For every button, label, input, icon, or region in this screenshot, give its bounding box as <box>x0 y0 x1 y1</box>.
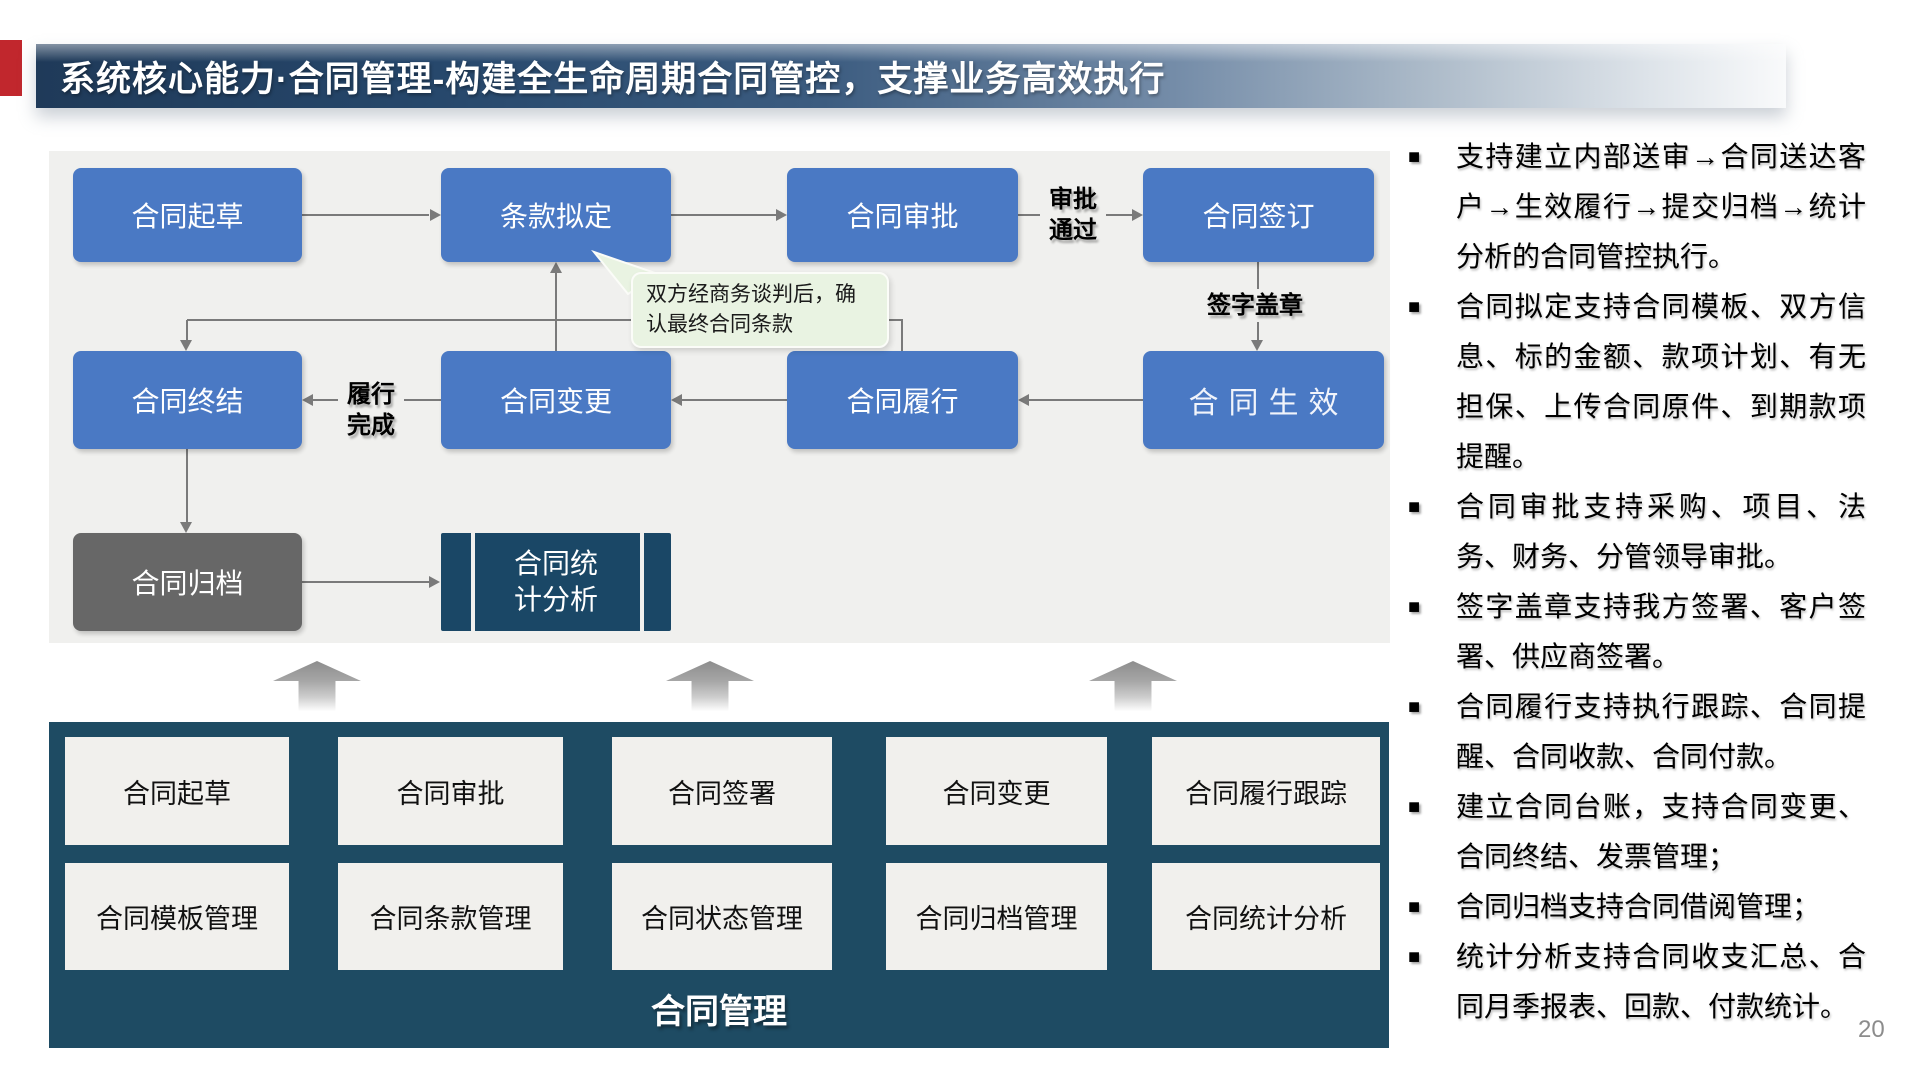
platform-module: 合同统计分析 <box>1152 863 1380 970</box>
bullet-text: 支持建立内部送审→合同送达客户→生效履行→提交归档→统计分析的合同管控执行。 <box>1456 141 1866 272</box>
platform-module: 合同审批 <box>338 737 563 845</box>
platform-module: 合同条款管理 <box>338 863 563 970</box>
connector-terms-approval <box>671 214 776 216</box>
arrowhead-left-icon <box>302 394 313 406</box>
arrowhead-left-icon <box>671 394 682 406</box>
connector-effective-performing <box>1029 399 1143 401</box>
platform-module: 合同起草 <box>65 737 289 845</box>
platform-module: 合同履行跟踪 <box>1152 737 1380 845</box>
flow-node-performing: 合同履行 <box>787 351 1018 449</box>
list-item: ■ 建立合同台账，支持合同变更、合同终结、发票管理； <box>1408 782 1878 882</box>
arrowhead-down-icon <box>180 340 192 351</box>
platform-title: 合同管理 <box>651 993 787 1031</box>
list-item: ■ 支持建立内部送审→合同送达客户→生效履行→提交归档→统计分析的合同管控执行。 <box>1408 132 1878 282</box>
flow-node-archive: 合同归档 <box>73 533 302 631</box>
flow-node-approval: 合同审批 <box>787 168 1018 262</box>
platform-module: 合同状态管理 <box>612 863 832 970</box>
bullet-square-icon: ■ <box>1408 946 1421 968</box>
list-item: ■ 合同归档支持合同借阅管理； <box>1408 882 1878 932</box>
bullet-square-icon: ■ <box>1408 596 1421 618</box>
flow-node-effective: 合同生效 <box>1143 351 1384 449</box>
title-bar: 系统核心能力·合同管理-构建全生命周期合同管控，支撑业务高效执行 <box>36 44 1786 108</box>
arrowhead-right-icon <box>430 209 441 221</box>
bullet-text: 合同履行支持执行跟踪、合同提醒、合同收款、合同付款。 <box>1456 691 1866 772</box>
callout-bubble: 双方经商务谈判后，确认最终合同条款 <box>631 272 889 348</box>
edge-label-fulfilled: 履行完成 <box>338 378 404 442</box>
flow-node-statistics: 合同统计分析 <box>441 533 671 631</box>
platform-module: 合同签署 <box>612 737 832 845</box>
connector-draft-terms <box>302 214 429 216</box>
arrowhead-right-icon <box>429 576 440 588</box>
page-title: 系统核心能力·合同管理-构建全生命周期合同管控，支撑业务高效执行 <box>60 59 1166 99</box>
list-item: ■ 合同拟定支持合同模板、双方信息、标的金额、款项计划、有无担保、上传合同原件、… <box>1408 282 1878 482</box>
up-block-arrow-icon <box>1089 661 1177 711</box>
connector-elbow-down <box>186 320 188 341</box>
connector-terminate-archive <box>186 449 188 522</box>
bullet-square-icon: ■ <box>1408 796 1421 818</box>
page-number: 20 <box>1858 1016 1885 1043</box>
bullet-text: 合同审批支持采购、项目、法务、财务、分管领导审批。 <box>1456 491 1866 572</box>
bullet-text: 统计分析支持合同收支汇总、合同月季报表、回款、付款统计。 <box>1456 941 1866 1022</box>
bullet-square-icon: ■ <box>1408 296 1421 318</box>
platform-module: 合同模板管理 <box>65 863 289 970</box>
flow-node-signing: 合同签订 <box>1143 168 1374 262</box>
up-block-arrow-icon <box>273 661 361 711</box>
platform-module: 合同变更 <box>886 737 1107 845</box>
connector-performing-change <box>682 399 787 401</box>
bullet-square-icon: ■ <box>1408 496 1421 518</box>
title-accent-bar <box>0 40 22 96</box>
stat-box-stripe <box>471 533 475 631</box>
flow-node-draft: 合同起草 <box>73 168 302 262</box>
arrowhead-right-icon <box>776 209 787 221</box>
arrowhead-up-icon <box>550 262 562 273</box>
edge-label-sign-seal: 签字盖章 <box>1202 289 1308 322</box>
connector-elbow-across <box>187 319 903 321</box>
callout-text: 双方经商务谈判后，确认最终合同条款 <box>646 283 856 336</box>
connector-elbow-up <box>901 320 903 351</box>
list-item: ■ 合同履行支持执行跟踪、合同提醒、合同收款、合同付款。 <box>1408 682 1878 782</box>
bullet-square-icon: ■ <box>1408 896 1421 918</box>
flow-node-terms: 条款拟定 <box>441 168 671 262</box>
stat-box-stripe <box>640 533 644 631</box>
arrowhead-down-icon <box>180 522 192 533</box>
platform-module: 合同归档管理 <box>886 863 1107 970</box>
flow-node-statistics-label: 合同统计分析 <box>513 548 598 615</box>
connector-archive-statistics <box>302 581 429 583</box>
connector-change-terms <box>555 273 557 351</box>
bullet-square-icon: ■ <box>1408 696 1421 718</box>
platform-panel: 合同起草 合同审批 合同签署 合同变更 合同履行跟踪 合同模板管理 合同条款管理… <box>49 722 1389 1048</box>
flow-node-terminate: 合同终结 <box>73 351 302 449</box>
list-item: ■ 签字盖章支持我方签署、客户签署、供应商签署。 <box>1408 582 1878 682</box>
bullet-text: 建立合同台账，支持合同变更、合同终结、发票管理； <box>1456 791 1866 872</box>
bullet-square-icon: ■ <box>1408 146 1421 168</box>
flow-node-change: 合同变更 <box>441 351 671 449</box>
list-item: ■ 统计分析支持合同收支汇总、合同月季报表、回款、付款统计。 <box>1408 932 1878 1032</box>
bullet-text: 合同归档支持合同借阅管理； <box>1456 891 1821 922</box>
list-item: ■ 合同审批支持采购、项目、法务、财务、分管领导审批。 <box>1408 482 1878 582</box>
arrowhead-down-icon <box>1251 340 1263 351</box>
edge-label-approved: 审批通过 <box>1040 183 1106 247</box>
bullet-text: 签字盖章支持我方签署、客户签署、供应商签署。 <box>1456 591 1866 672</box>
arrowhead-left-icon <box>1018 394 1029 406</box>
capability-list: ■ 支持建立内部送审→合同送达客户→生效履行→提交归档→统计分析的合同管控执行。… <box>1408 132 1878 1032</box>
up-block-arrow-icon <box>666 661 754 711</box>
arrowhead-right-icon <box>1132 209 1143 221</box>
bullet-text: 合同拟定支持合同模板、双方信息、标的金额、款项计划、有无担保、上传合同原件、到期… <box>1456 291 1866 472</box>
